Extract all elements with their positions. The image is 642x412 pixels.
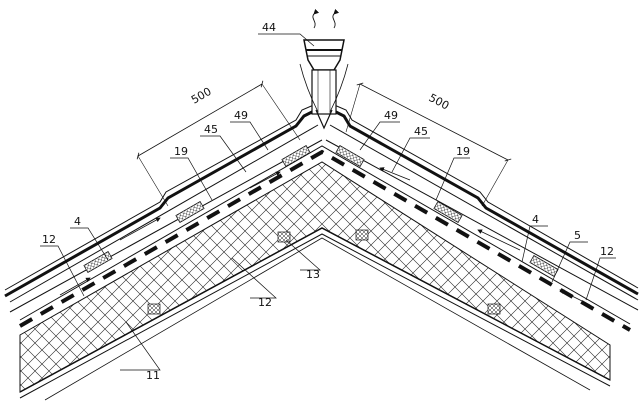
dimension-left [136, 80, 301, 207]
batten-stamps [83, 145, 559, 277]
airflow-arrows [59, 167, 591, 306]
ridge-vent [299, 8, 349, 130]
label-13: 13 [306, 268, 320, 281]
label-4-left: 4 [74, 215, 81, 228]
label-4-right: 4 [532, 213, 539, 226]
label-19-left: 19 [174, 145, 188, 158]
leader-lines [40, 33, 616, 371]
label-45-left: 45 [204, 123, 218, 136]
label-19-right: 19 [456, 145, 470, 158]
callout-labels: 44 500 500 49 45 19 4 12 11 13 12 49 45 … [42, 21, 614, 382]
vapor-membrane [19, 145, 632, 332]
anchor-blocks [147, 229, 501, 315]
label-45-right: 45 [414, 125, 428, 138]
dimension-right [345, 82, 512, 207]
label-left-dim: 500 [189, 85, 214, 107]
roof-covering [4, 103, 639, 298]
label-5-right: 5 [574, 229, 581, 242]
label-12-left: 12 [42, 233, 56, 246]
label-49-left: 49 [234, 109, 248, 122]
label-right-dim: 500 [427, 91, 452, 112]
label-12-right: 12 [600, 245, 614, 258]
label-49-right: 49 [384, 109, 398, 122]
label-44: 44 [262, 21, 276, 34]
ceiling-boards [19, 227, 611, 401]
label-12-center: 12 [258, 296, 272, 309]
label-11: 11 [146, 369, 160, 382]
